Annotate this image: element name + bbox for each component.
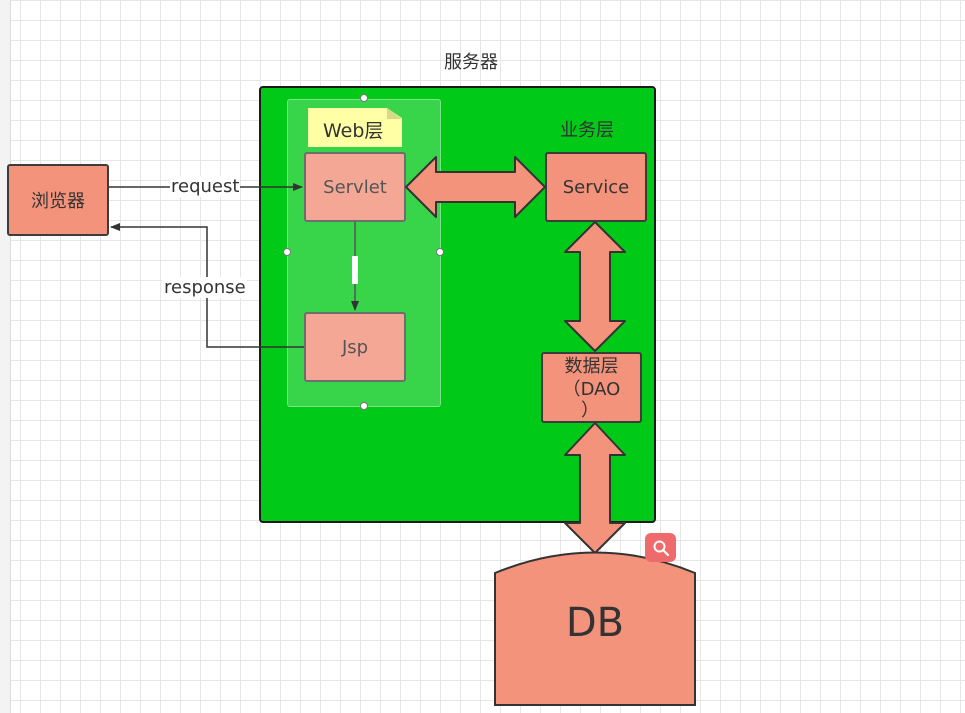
jsp-node[interactable]: Jsp bbox=[304, 312, 406, 382]
browser-node[interactable]: 浏览器 bbox=[7, 164, 109, 236]
servlet-service-double-arrow[interactable] bbox=[405, 156, 546, 218]
data-layer-label-line2: （DAO bbox=[562, 379, 621, 400]
selection-handle-bottom[interactable] bbox=[360, 402, 368, 410]
service-label: Service bbox=[562, 176, 630, 198]
canvas-left-gutter bbox=[0, 0, 11, 713]
service-node[interactable]: Service bbox=[545, 152, 647, 222]
selection-handle-top[interactable] bbox=[360, 94, 368, 102]
web-layer-label: Web层 bbox=[323, 120, 384, 142]
jsp-label: Jsp bbox=[341, 336, 369, 358]
web-layer-note-fold bbox=[387, 108, 402, 119]
data-layer-node[interactable]: 数据层 （DAO ） bbox=[541, 352, 642, 423]
selection-handle-right[interactable] bbox=[436, 248, 444, 256]
business-layer-label: 业务层 bbox=[560, 120, 614, 141]
data-db-double-arrow[interactable] bbox=[564, 422, 626, 554]
servlet-node[interactable]: Servlet bbox=[304, 152, 406, 222]
db-node[interactable] bbox=[494, 551, 696, 706]
selection-handle-left[interactable] bbox=[283, 248, 291, 256]
service-data-double-arrow[interactable] bbox=[564, 221, 626, 352]
data-layer-label-line1: 数据层 bbox=[564, 356, 619, 377]
browser-label: 浏览器 bbox=[31, 191, 85, 212]
data-layer-label-line3: ） bbox=[581, 400, 599, 421]
servlet-jsp-edge-label: | bbox=[352, 256, 358, 284]
request-edge-label: request bbox=[170, 176, 241, 197]
db-label: DB bbox=[565, 600, 625, 646]
search-icon bbox=[653, 540, 669, 556]
servlet-label: Servlet bbox=[323, 176, 387, 198]
response-edge-label: response bbox=[163, 277, 247, 298]
server-label: 服务器 bbox=[444, 52, 498, 73]
search-badge-button[interactable] bbox=[645, 533, 676, 562]
web-layer-note[interactable] bbox=[308, 108, 402, 147]
